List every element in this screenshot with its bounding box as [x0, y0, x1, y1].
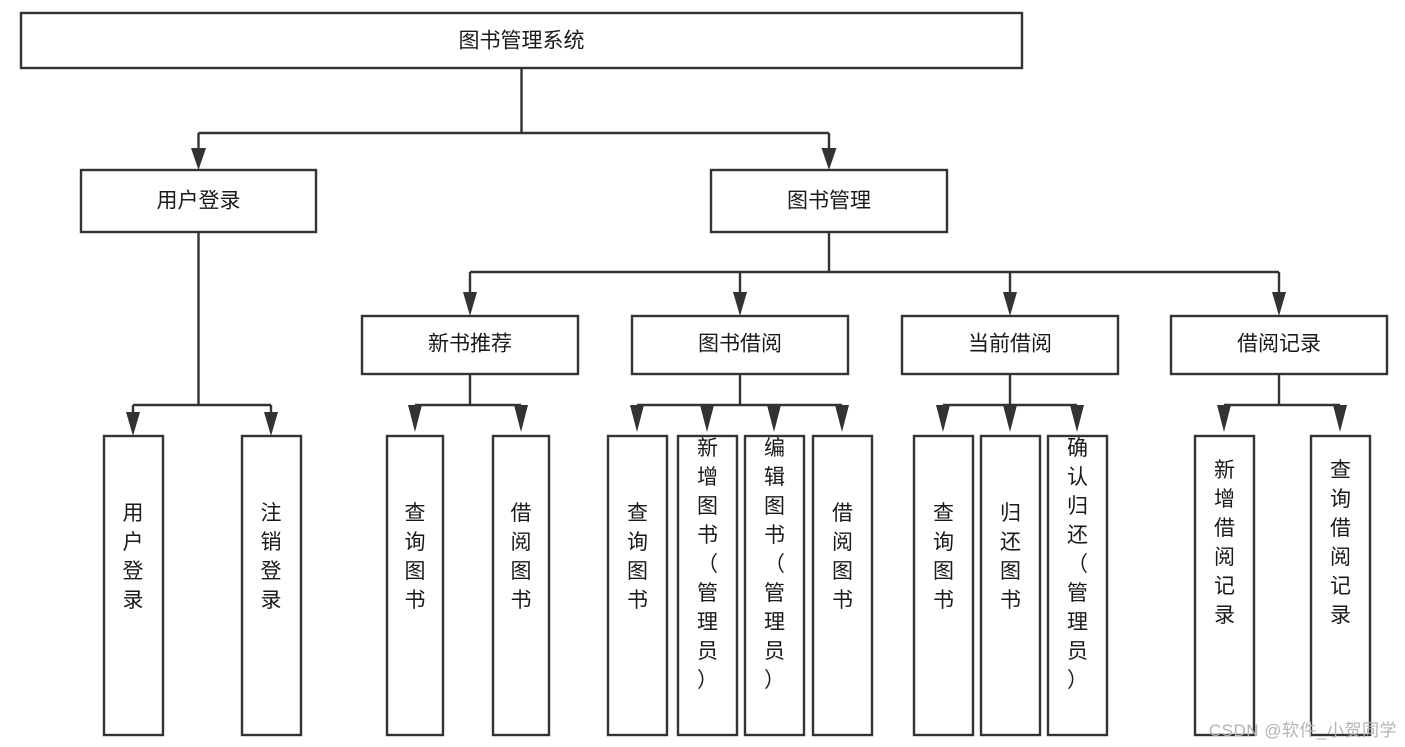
node-book-borrow-box[interactable]	[630, 314, 850, 376]
node-leaf-confirm-return-admin-box[interactable]	[1046, 434, 1109, 737]
node-leaf-confirm-return-admin-label: 确认归还（管理员）	[1067, 437, 1088, 692]
node-leaf-edit-book-admin-box[interactable]	[743, 434, 806, 737]
node-leaf-borrow-book-1-label: 借阅图书	[511, 502, 532, 612]
node-leaf-query-borrow-record-label: 查询借阅记录	[1330, 459, 1351, 627]
arrow-head-user-login	[191, 148, 206, 170]
node-leaf-query-book-2-label: 查询图书	[627, 502, 648, 612]
node-new-book-rec-box[interactable]	[360, 314, 580, 376]
node-leaf-user-login[interactable]: 用户登录	[102, 434, 165, 737]
arrow-head-leaf-confirm-return-admin	[1070, 405, 1084, 432]
arrow-head-leaf-query-book-3	[936, 405, 950, 432]
node-book-borrow[interactable]: 图书借阅	[630, 314, 850, 376]
node-leaf-return-book[interactable]: 归还图书	[979, 434, 1042, 737]
arrow-head-leaf-query-borrow-record	[1333, 405, 1347, 432]
node-leaf-borrow-book-2-label: 借阅图书	[832, 502, 853, 612]
arrow-head-leaf-add-book-admin	[700, 405, 714, 432]
node-leaf-borrow-book-2-box[interactable]	[811, 434, 874, 737]
node-borrow-record-label: 借阅记录	[1237, 333, 1321, 356]
node-leaf-query-book-2-box[interactable]	[606, 434, 669, 737]
node-root-label: 图书管理系统	[459, 30, 585, 53]
node-borrow-record[interactable]: 借阅记录	[1169, 314, 1389, 376]
arrow-head-leaf-return-book	[1003, 405, 1017, 432]
arrow-head-leaf-query-book-1	[408, 405, 422, 432]
node-book-manage-label: 图书管理	[787, 190, 871, 213]
node-root-box[interactable]	[19, 11, 1024, 70]
arrow-head-leaf-query-book-2	[630, 405, 644, 432]
arrow-head-leaf-user-login	[126, 412, 140, 436]
arrow-head-leaf-add-borrow-record	[1217, 405, 1231, 432]
node-leaf-borrow-book-1-box[interactable]	[491, 434, 551, 737]
connector-layer	[126, 68, 1347, 436]
arrow-head-leaf-edit-book-admin	[767, 405, 781, 432]
node-book-manage[interactable]: 图书管理	[709, 168, 949, 234]
node-leaf-add-borrow-record-label: 新增借阅记录	[1214, 459, 1235, 627]
node-leaf-query-book-3[interactable]: 查询图书	[912, 434, 975, 737]
node-leaf-query-book-1-label: 查询图书	[405, 502, 426, 612]
node-new-book-rec-label: 新书推荐	[428, 333, 512, 356]
node-leaf-return-book-label: 归还图书	[1000, 502, 1021, 612]
node-leaf-query-book-3-box[interactable]	[912, 434, 975, 737]
arrow-head-borrow-record	[1272, 292, 1286, 316]
node-user-login-label: 用户登录	[157, 190, 241, 213]
node-leaf-query-book-3-label: 查询图书	[933, 502, 954, 612]
node-leaf-add-borrow-record[interactable]: 新增借阅记录	[1193, 434, 1256, 737]
node-leaf-query-book-2[interactable]: 查询图书	[606, 434, 669, 737]
node-leaf-add-book-admin-label: 新增图书（管理员）	[697, 437, 718, 692]
node-leaf-add-borrow-record-box[interactable]	[1193, 434, 1256, 737]
arrow-head-leaf-logout-login	[264, 412, 278, 436]
node-leaf-query-borrow-record[interactable]: 查询借阅记录	[1309, 434, 1372, 737]
node-leaf-edit-book-admin[interactable]: 编辑图书（管理员）	[743, 434, 806, 737]
node-user-login[interactable]: 用户登录	[79, 168, 318, 234]
node-current-borrow-box[interactable]	[900, 314, 1120, 376]
arrow-head-current-borrow	[1003, 292, 1017, 316]
node-leaf-edit-book-admin-label: 编辑图书（管理员）	[764, 437, 785, 692]
node-leaf-return-book-box[interactable]	[979, 434, 1042, 737]
node-leaf-query-book-1-box[interactable]	[385, 434, 445, 737]
node-leaf-query-book-1[interactable]: 查询图书	[385, 434, 445, 737]
arrow-head-book-borrow	[733, 292, 747, 316]
node-book-borrow-label: 图书借阅	[698, 333, 782, 356]
node-leaf-user-login-label: 用户登录	[123, 502, 144, 612]
node-leaf-borrow-book-2[interactable]: 借阅图书	[811, 434, 874, 737]
node-current-borrow[interactable]: 当前借阅	[900, 314, 1120, 376]
node-user-login-box[interactable]	[79, 168, 318, 234]
node-leaf-confirm-return-admin[interactable]: 确认归还（管理员）	[1046, 434, 1109, 737]
node-leaf-logout-login-label: 注销登录	[261, 502, 282, 612]
node-current-borrow-label: 当前借阅	[968, 333, 1052, 356]
node-book-manage-box[interactable]	[709, 168, 949, 234]
arrow-head-book-manage	[821, 148, 837, 170]
node-new-book-rec[interactable]: 新书推荐	[360, 314, 580, 376]
node-leaf-add-book-admin-box[interactable]	[676, 434, 739, 737]
node-leaf-add-book-admin[interactable]: 新增图书（管理员）	[676, 434, 739, 737]
node-leaf-query-borrow-record-box[interactable]	[1309, 434, 1372, 737]
arrow-head-leaf-borrow-book-1	[514, 405, 528, 432]
node-leaf-user-login-box[interactable]	[102, 434, 165, 737]
node-root[interactable]: 图书管理系统	[19, 11, 1024, 70]
node-leaf-logout-login[interactable]: 注销登录	[240, 434, 303, 737]
arrow-head-new-book-rec	[463, 292, 477, 316]
node-borrow-record-box[interactable]	[1169, 314, 1389, 376]
arrow-head-leaf-borrow-book-2	[835, 405, 849, 432]
node-leaf-borrow-book-1[interactable]: 借阅图书	[491, 434, 551, 737]
node-leaf-logout-login-box[interactable]	[240, 434, 303, 737]
